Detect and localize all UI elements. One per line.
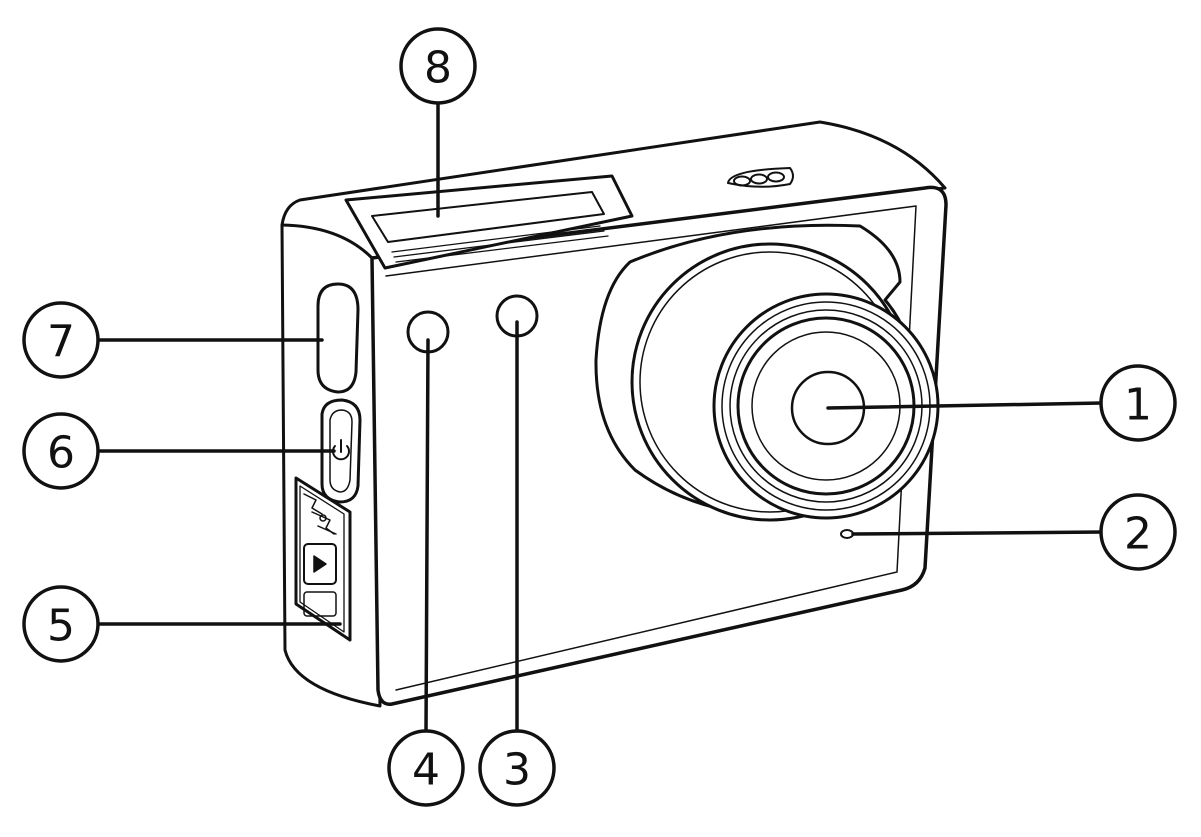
callout-label-1: 1 xyxy=(1124,380,1152,431)
callout-label-3: 3 xyxy=(503,745,531,796)
callout-circle-7 xyxy=(22,301,100,379)
microphone-holes-top xyxy=(727,167,794,188)
callout-label-6: 6 xyxy=(47,428,75,479)
callout-label-5: 5 xyxy=(47,601,75,652)
callout-label-4: 4 xyxy=(412,745,440,796)
top-lcd-screen xyxy=(344,174,634,270)
top-lcd-inner xyxy=(371,191,605,243)
leader-lines xyxy=(97,101,1106,734)
leader-line-2 xyxy=(851,530,1106,536)
play-icon xyxy=(313,555,327,573)
callout-circle-1 xyxy=(1099,364,1177,442)
leader-line-1 xyxy=(826,401,1104,410)
callout-label-7: 7 xyxy=(47,317,75,368)
callout-circle-6 xyxy=(22,412,100,490)
callout-circle-2 xyxy=(1099,493,1177,571)
side-button-large xyxy=(316,282,360,394)
top-lcd-vent-lines xyxy=(391,225,609,263)
side-power-button-inner xyxy=(329,409,353,493)
callout-label-2: 2 xyxy=(1124,509,1152,560)
callout-circle-8 xyxy=(399,27,477,105)
callout-circles xyxy=(22,27,1177,807)
port-lower-panel xyxy=(303,591,337,617)
callout-label-8: 8 xyxy=(424,43,452,94)
callout-circle-3 xyxy=(478,729,556,807)
leader-line-4 xyxy=(424,338,430,734)
port-symbols xyxy=(303,493,337,535)
side-port-door-edge xyxy=(299,485,345,633)
callout-circle-4 xyxy=(387,729,465,807)
callout-circle-5 xyxy=(22,585,100,663)
